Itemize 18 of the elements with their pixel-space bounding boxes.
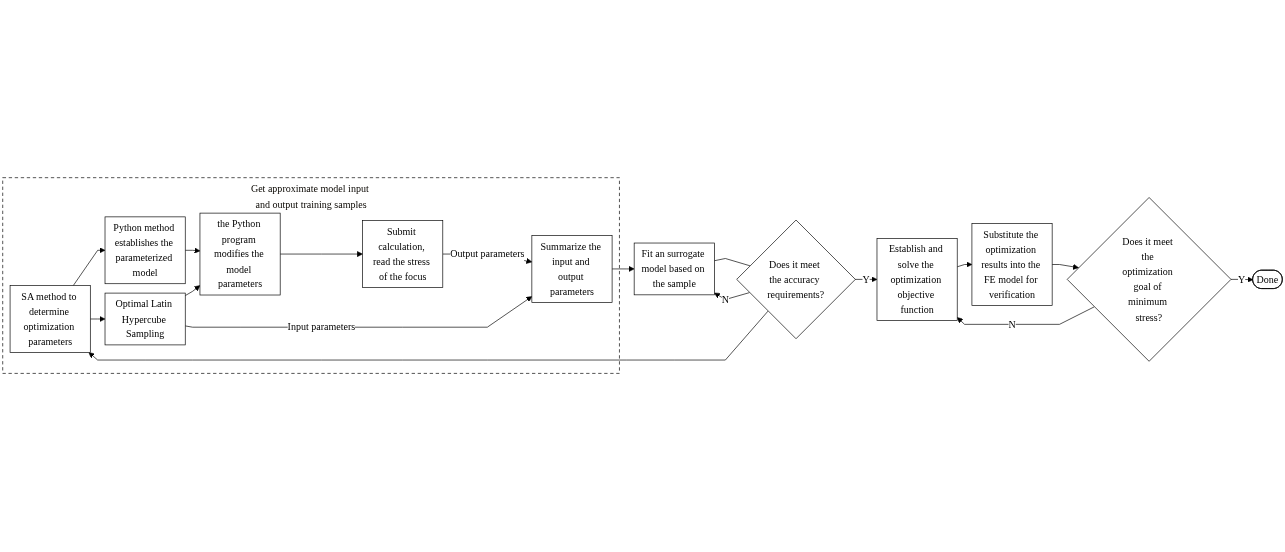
node-box: Optimal Latin Hypercube Sampling: [104, 293, 186, 346]
edge-label: Input parameters: [287, 322, 356, 333]
edge-label: N: [1008, 319, 1016, 330]
node-box: Submit calculation, read the stress of the focus: [362, 220, 444, 289]
node-box: Substitute the optimization results into the FE model for verification: [971, 223, 1053, 307]
connector: [714, 258, 751, 267]
edge-label: N: [721, 294, 729, 306]
node-box: the Python program modifies the model parameters: [199, 213, 281, 296]
node-diamond: Does it meet the optimization goal of minimum stress?: [1066, 197, 1232, 363]
node-diamond: Does it meet the accuracy requirements?: [736, 220, 856, 340]
edge-label: Output parameters: [450, 249, 525, 260]
node-box: Establish and solve the optimization objective function: [876, 238, 958, 322]
node-box: Python method establishes the parameterized model: [104, 217, 186, 285]
node-box: SA method to determine optimization parameters: [9, 285, 91, 354]
node-box: Fit an surrogate model based on the sample: [633, 243, 715, 296]
edge-label: Y: [1238, 274, 1246, 286]
edge-label: Y: [862, 274, 870, 286]
node-box: Summarize the input and output parameters: [531, 235, 613, 304]
